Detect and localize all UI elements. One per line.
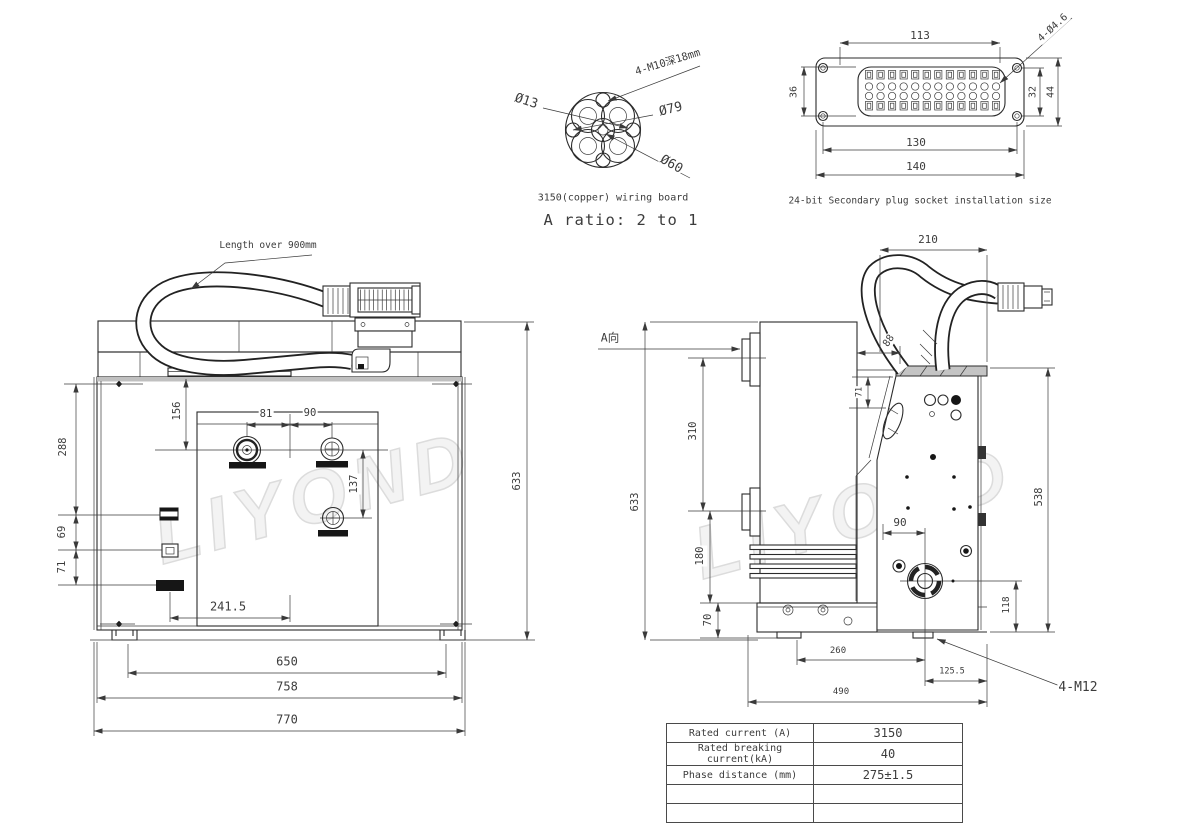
spec-value (813, 784, 963, 804)
spec-table-row-3 (666, 784, 963, 804)
spec-value: 40 (813, 742, 963, 766)
spec-table-row-1: Rated breaking current(kA)40 (666, 742, 963, 766)
detail-a-caption: 3150(copper) wiring board (537, 192, 689, 204)
plug-socket-caption: 24-bit Secondary plug socket installatio… (788, 195, 1052, 207)
detail-a-wiring-board (542, 65, 701, 179)
spec-table-row-2: Phase distance (mm)275±1.5 (666, 765, 963, 785)
spec-label (666, 784, 814, 804)
plug-socket-drawing (801, 17, 1073, 179)
spec-table-row-4 (666, 803, 963, 823)
spec-label: Rated breaking current(kA) (666, 742, 814, 766)
detail-a-ratio-note: A ratio: 2 to 1 (543, 211, 699, 229)
side-view-drawing (598, 247, 1061, 707)
spec-value: 275±1.5 (813, 765, 963, 785)
spec-value (813, 803, 963, 823)
spec-label: Phase distance (mm) (666, 765, 814, 785)
spec-value: 3150 (813, 723, 963, 743)
spec-table-row-0: Rated current (A)3150 (666, 723, 963, 743)
spec-label (666, 803, 814, 823)
front-view-drawing (58, 254, 535, 736)
spec-label: Rated current (A) (666, 723, 814, 743)
